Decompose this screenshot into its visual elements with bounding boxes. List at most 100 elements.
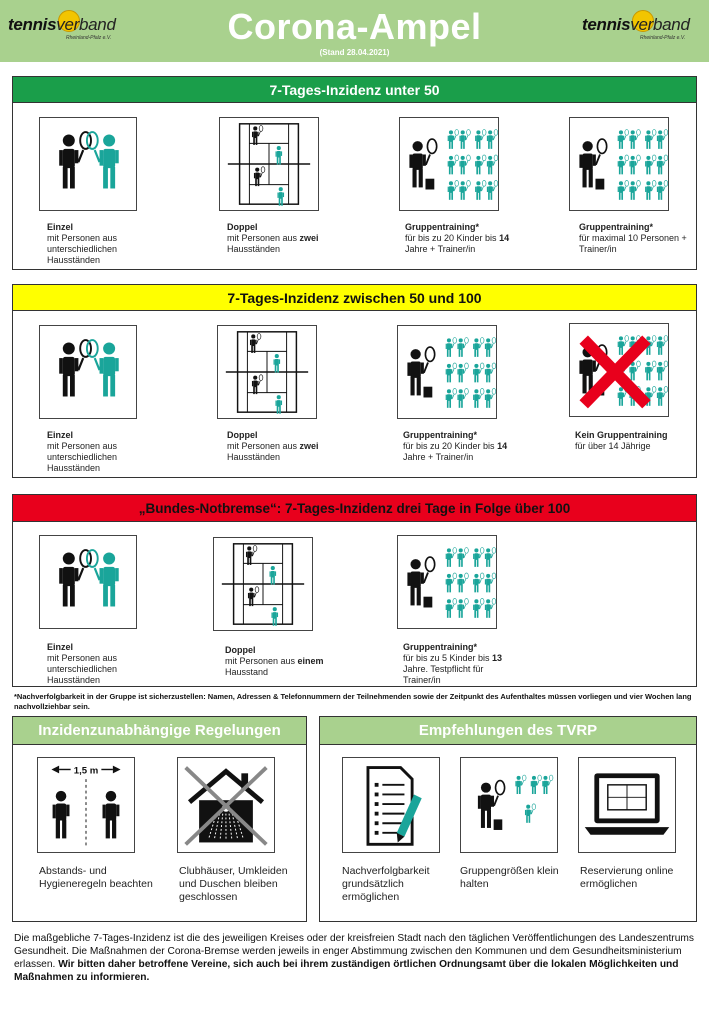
section-recommendations: Empfehlungen des TVRP Nachverfolgbarkeit… [319,716,697,922]
no-group-training-icon [570,335,668,416]
card-text-emphasis: 13 [492,653,503,663]
card-text: mit Personen aus [227,233,300,243]
card-text-emphasis: 14 [497,441,508,451]
card-text-end: Jahre + Trainer/in [403,452,474,462]
double-court-icon [214,543,312,630]
card-text: für bis zu 20 Kinder bis [403,441,498,451]
card-text: für maximal 10 Personen + Trainer/in [579,233,687,254]
small-group-icon [461,774,557,852]
card-title: Gruppentraining* [579,222,653,232]
closing-body: Die maßgebliche 7-Tages-Inzidenz ist die… [14,933,694,970]
section-bundes-notbremse: „Bundes-Notbremse“: 7-Tages-Inzidenz dre… [12,494,697,687]
logo-word-b: verband [56,15,116,34]
card-pictogram [39,325,137,419]
card-text: mit Personen aus unterschiedlichen Hauss… [47,233,118,265]
logo-subtitle: Rheinland-Pfalz e.V. [640,35,686,41]
card-title: Gruppentraining* [403,642,477,652]
page-title: Corona-Ampel [227,6,482,47]
section-title: 7-Tages-Inzidenz unter 50 [13,77,696,103]
card-text: mit Personen aus unterschiedlichen Hauss… [47,441,118,473]
card-text-end: Hausständen [227,244,281,254]
card-text-end: Jahre + Trainer/in [405,244,476,254]
double-court-icon [220,123,318,210]
clubhouse-closed-icon [178,766,274,852]
laptop-icon [579,773,675,852]
rule-caption: Gruppengrößen klein halten [460,865,559,890]
section-title: Inzidenzunabhängige Regelungen [13,717,306,745]
card-caption: Gruppentraining*für maximal 10 Personen … [579,222,689,255]
group-training-icon [398,337,496,418]
double-court-icon [218,331,316,418]
card-text: für über 14 Jährige [575,441,651,451]
closing-bold: Wir bitten daher betroffene Vereine, sic… [14,959,679,983]
card-text-emphasis: zwei [299,233,319,243]
card-title: Kein Gruppentraining [575,430,668,440]
card-title: Einzel [47,642,74,652]
card-text: mit Personen aus unterschiedlichen Hauss… [47,653,118,685]
card-pictogram [39,117,137,211]
document-icon [343,766,439,852]
card-text-emphasis: einem [297,656,324,666]
single-players-icon [40,339,136,418]
page-date: (Stand 28.04.2021) [319,48,390,57]
card-title: Einzel [47,430,74,440]
group-training-icon [400,129,498,210]
section-title: „Bundes-Notbremse“: 7-Tages-Inzidenz dre… [13,495,696,522]
card-caption: Gruppentraining*für bis zu 5 Kinder bis … [403,642,523,686]
card-text: für bis zu 20 Kinder bis [405,233,500,243]
single-players-icon [40,131,136,210]
section-title: Empfehlungen des TVRP [320,717,696,745]
card-pictogram [397,325,497,419]
card-text: für bis zu 5 Kinder bis [403,653,493,663]
footnote: *Nachverfolgbarkeit in der Gruppe ist si… [14,692,692,711]
distance-icon: 1,5 m [38,765,134,852]
group-training-icon [570,129,668,210]
svg-text:1,5 m: 1,5 m [74,765,99,776]
tennisverband-logo: tennisverband Rheinland-Pfalz e.V. [8,10,128,46]
card-text-emphasis: 14 [499,233,510,243]
card-pictogram [569,323,669,417]
tennisverband-logo-right: tennisverband Rheinland-Pfalz e.V. [582,10,702,46]
rule-pictogram [578,757,676,853]
rule-caption: Reservierung online ermöglichen [580,865,674,890]
card-title: Gruppentraining* [405,222,479,232]
card-title: Doppel [227,430,258,440]
rule-caption: Nachverfolgbarkeit grundsätzlich ermögli… [342,865,430,903]
card-text: mit Personen aus [225,656,298,666]
rule-pictogram: 1,5 m [37,757,135,853]
card-text-emphasis: zwei [299,441,319,451]
tennis-ball-icon [58,10,80,32]
rule-pictogram [177,757,275,853]
card-pictogram [397,535,497,629]
rule-caption: Abstands- und Hygieneregeln beachten [39,865,153,890]
rule-caption: Clubhäuser, Umkleiden und Duschen bleibe… [179,865,288,903]
card-caption: Gruppentraining*für bis zu 20 Kinder bis… [405,222,525,255]
card-title: Doppel [225,645,256,655]
card-pictogram [217,325,317,419]
card-title: Doppel [227,222,258,232]
logo-word-b: verband [630,15,690,34]
logo-subtitle: Rheinland-Pfalz e.V. [66,35,112,41]
card-caption: Gruppentraining*für bis zu 20 Kinder bis… [403,430,523,463]
card-text-end: Hausstand [225,667,269,677]
card-title: Gruppentraining* [403,430,477,440]
card-text-end: Hausständen [227,452,281,462]
card-pictogram [569,117,669,211]
closing-text: Die maßgebliche 7-Tages-Inzidenz ist die… [14,932,696,984]
section-title: 7-Tages-Inzidenz zwischen 50 und 100 [13,285,696,311]
card-pictogram [399,117,499,211]
single-players-icon [40,549,136,628]
card-pictogram [213,537,313,631]
card-text: mit Personen aus [227,441,300,451]
tennis-ball-icon [632,10,654,32]
card-text-end: Jahre. Testpflicht für Trainer/in [403,664,484,685]
logo-word-a: tennis [582,15,631,34]
